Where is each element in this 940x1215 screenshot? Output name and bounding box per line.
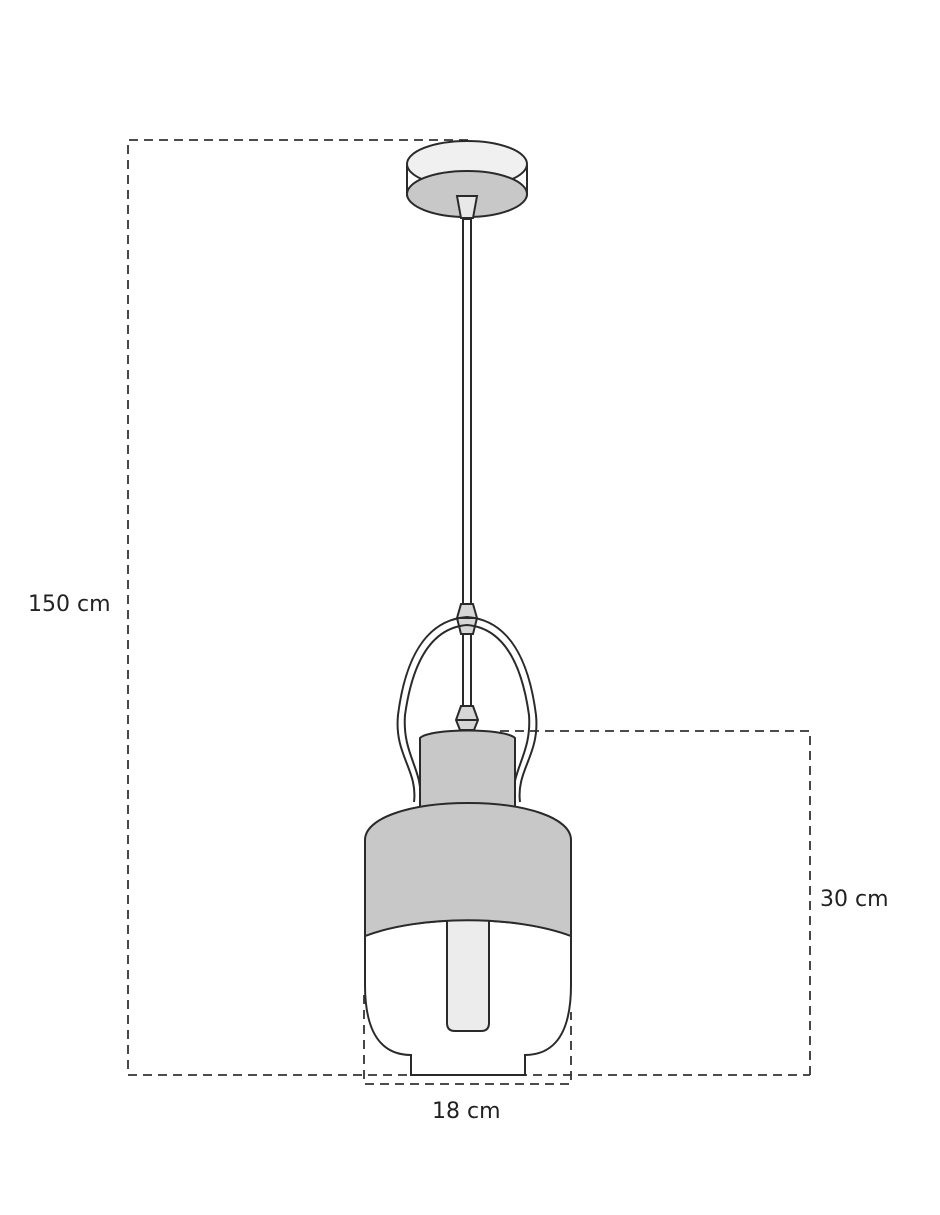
light-bulb (446, 919, 490, 1032)
cable-clamp-upper (455, 603, 479, 635)
wire-handle (396, 615, 538, 803)
dimension-label-shade-width: 18 cm (432, 1099, 501, 1124)
dimension-label-shade-height: 30 cm (820, 887, 889, 912)
dimension-frame-total-height (127, 139, 810, 1076)
ceiling-canopy (406, 140, 528, 219)
dimension-label-total-height: 150 cm (28, 592, 111, 617)
cable-clamp-lower (454, 705, 480, 731)
dimension-frame-shade-width (363, 995, 572, 1085)
suspension-cable (462, 218, 472, 713)
metal-shade-top (364, 801, 572, 938)
lamp-socket (419, 729, 516, 813)
